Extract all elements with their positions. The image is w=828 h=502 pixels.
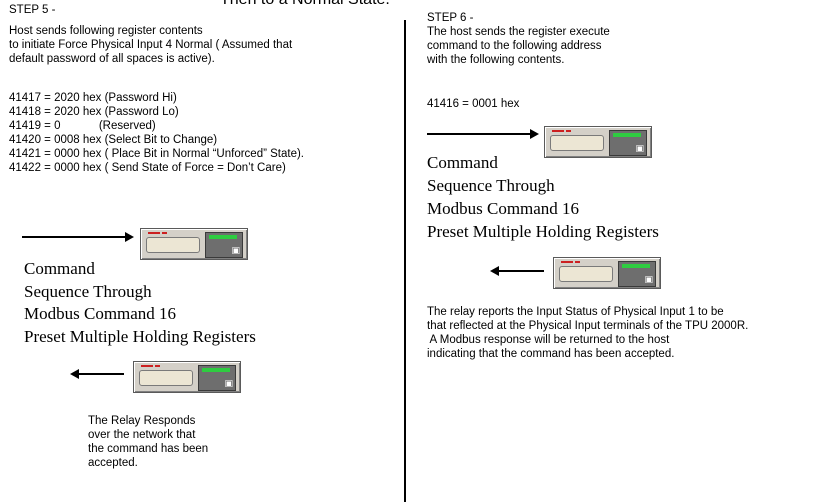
- arrow-right-icon: [427, 128, 539, 140]
- relay-device-icon: ▣: [133, 361, 241, 393]
- register-line: 41420 = 0008 hex (Select Bit to Change): [9, 134, 218, 146]
- command-line: Preset Multiple Holding Registers: [24, 327, 256, 346]
- command-line: Modbus Command 16: [427, 199, 580, 218]
- register-line: 41422 = 0000 hex ( Send State of Force =…: [9, 162, 286, 174]
- register-line: 41419 = 0 (Reserved): [9, 120, 156, 132]
- column-divider: [404, 20, 406, 502]
- arrow-right-icon: [22, 231, 134, 243]
- response-line: indicating that the command has been acc…: [427, 348, 675, 360]
- response-line: the command has been: [88, 443, 209, 455]
- response-line: over the network that: [88, 429, 196, 441]
- response-line: that reflected at the Physical Input ter…: [427, 320, 749, 332]
- command-line: Command: [427, 153, 498, 172]
- header-title: Then to a Normal State.: [220, 0, 390, 9]
- register-line: 41417 = 2020 hex (Password Hi): [9, 92, 177, 104]
- arrow-left-icon: [70, 368, 124, 380]
- step6-intro-3: with the following contents.: [427, 54, 565, 66]
- register-line: 41416 = 0001 hex: [427, 98, 520, 110]
- command-line: Modbus Command 16: [24, 304, 177, 323]
- response-line: accepted.: [88, 457, 138, 469]
- step5-intro-1: Host sends following register contents: [9, 25, 203, 37]
- step6-intro-2: command to the following address: [427, 40, 602, 52]
- response-line: The Relay Responds: [88, 415, 196, 427]
- response-line: A Modbus response will be returned to th…: [427, 334, 670, 346]
- relay-device-icon: ▣: [140, 228, 248, 260]
- step6-intro-1: The host sends the register execute: [427, 26, 610, 38]
- arrow-left-icon: [490, 265, 544, 277]
- step5-intro-2: to initiate Force Physical Input 4 Norma…: [9, 39, 293, 51]
- response-line: The relay reports the Input Status of Ph…: [427, 306, 724, 318]
- step6-title: STEP 6 -: [427, 12, 474, 24]
- command-line: Command: [24, 259, 95, 278]
- relay-device-icon: ▣: [544, 126, 652, 158]
- register-line: 41421 = 0000 hex ( Place Bit in Normal “…: [9, 148, 304, 160]
- register-line: 41418 = 2020 hex (Password Lo): [9, 106, 179, 118]
- command-line: Sequence Through: [427, 176, 555, 195]
- command-line: Sequence Through: [24, 282, 152, 301]
- command-line: Preset Multiple Holding Registers: [427, 222, 659, 241]
- step5-intro-3: default password of all spaces is active…: [9, 53, 215, 65]
- relay-device-icon: ▣: [553, 257, 661, 289]
- step5-title: STEP 5 -: [9, 4, 56, 16]
